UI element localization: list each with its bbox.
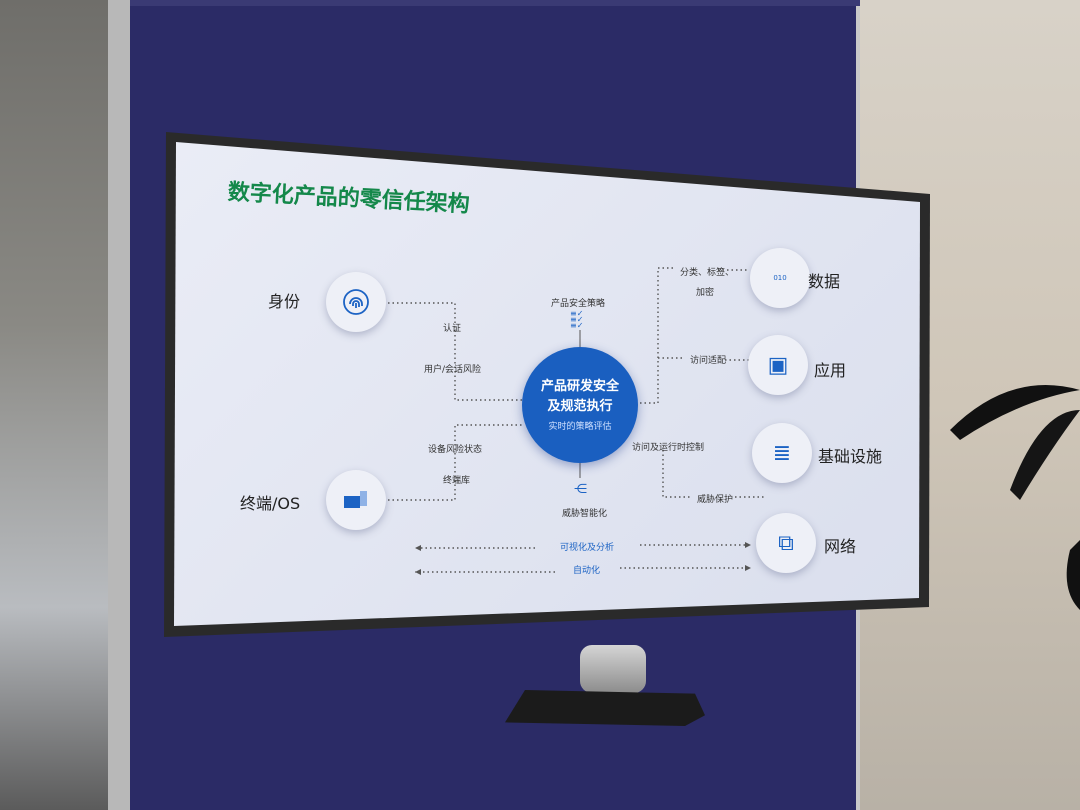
conference-camera [580, 645, 646, 693]
top-label: 产品安全策略 [551, 299, 606, 309]
plant-leaves [950, 385, 1080, 610]
label-auth: 认证 [443, 324, 462, 334]
network-tree-icon: ⧉ [756, 513, 816, 573]
node-label-app: 应用 [814, 361, 847, 380]
checklist-icon: ≡✓≡✓≡✓ [570, 309, 584, 330]
arrow-label-visualization: 可视化及分析 [560, 543, 615, 553]
database-icon: ≣ [752, 423, 812, 483]
center-line-2: 及规范执行 [547, 399, 613, 414]
app-window-icon: ▣ [748, 335, 808, 395]
node-label-infra: 基础设施 [818, 447, 883, 466]
label-data-2: 加密 [696, 288, 715, 298]
binary-data-icon: 010 [750, 248, 810, 308]
db-glyph: ≣ [772, 440, 792, 466]
window-frame-left [108, 0, 130, 810]
camera-mount [505, 690, 705, 726]
devices-icon [326, 470, 386, 530]
ceiling-edge [130, 0, 860, 6]
center-subtitle: 实时的策略评估 [548, 422, 612, 432]
node-label-endpoint: 终端/OS [240, 494, 301, 513]
label-endpoint-lib: 终端库 [443, 476, 471, 486]
label-data-1: 分类、标签、 [680, 268, 735, 278]
network-glyph: ⧉ [778, 530, 794, 556]
label-threat: 威胁保护 [697, 495, 734, 505]
label-app: 访问适配 [690, 356, 727, 366]
label-device-risk: 设备风险状态 [428, 445, 483, 455]
glass-wall-left [0, 0, 112, 810]
node-label-data: 数据 [808, 272, 841, 291]
arrow-label-automation: 自动化 [573, 566, 601, 576]
label-user-risk: 用户/会话风险 [424, 365, 482, 375]
core-policy-circle: 产品研发安全 及规范执行 实时的策略评估 [522, 347, 638, 463]
app-glyph: ▣ [767, 352, 789, 378]
node-label-identity: 身份 [268, 292, 301, 311]
center-line-1: 产品研发安全 [540, 379, 619, 394]
binary-glyph: 010 [773, 273, 787, 282]
fingerprint-icon [326, 272, 386, 332]
label-control: 访问及运行时控制 [632, 443, 705, 453]
node-label-network: 网络 [824, 537, 857, 556]
share-nodes-icon: ⋲ [574, 482, 587, 497]
bottom-label: 威胁智能化 [562, 509, 608, 519]
